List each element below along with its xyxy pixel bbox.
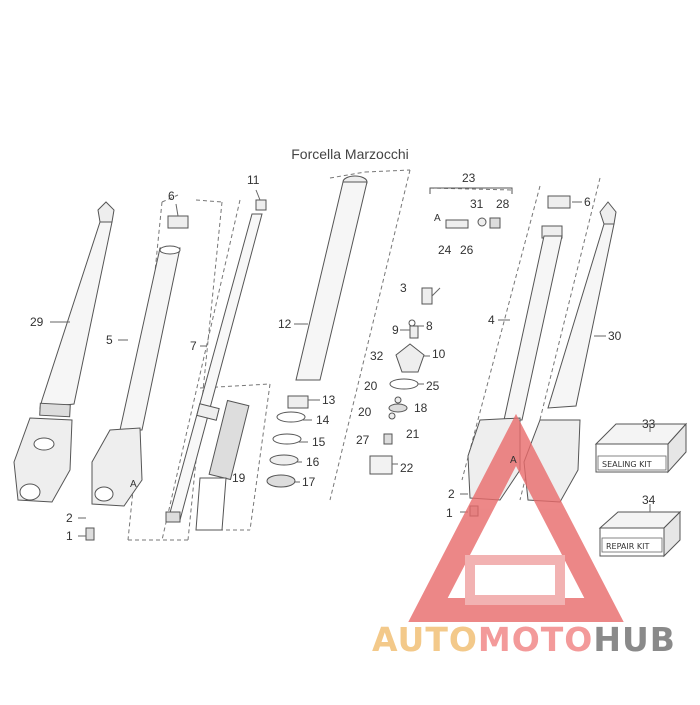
part-label-13: 13 <box>322 393 336 407</box>
arrow-mark-left: A <box>130 479 137 490</box>
part-label-14: 14 <box>316 413 330 427</box>
sealing-kit-33 <box>594 422 688 474</box>
repair-kit-34 <box>598 510 682 558</box>
arrow-mark-right: A <box>510 455 517 466</box>
valve-group-23 <box>429 187 513 229</box>
arrow-mark-valve: A <box>434 213 441 224</box>
part-label-20a: 20 <box>364 379 378 393</box>
part-label-23: 23 <box>462 171 476 185</box>
part-label-29: 29 <box>30 315 44 329</box>
part-label-30: 30 <box>608 329 622 343</box>
part-label-10: 10 <box>432 347 446 361</box>
part-label-16: 16 <box>306 455 320 469</box>
part-label-9: 9 <box>392 323 399 337</box>
watermark-logo <box>408 413 624 622</box>
part-label-24: 24 <box>438 243 452 257</box>
part-label-1b: 1 <box>446 506 453 520</box>
small-parts <box>369 287 433 475</box>
part-label-18: 18 <box>414 401 428 415</box>
part-label-31: 31 <box>470 197 484 211</box>
part-label-11: 11 <box>247 173 260 187</box>
watermark-text: AUTOMOTOHUB <box>372 620 676 659</box>
part-label-6b: 6 <box>584 195 591 209</box>
part-label-6a: 6 <box>168 189 175 203</box>
part-label-7: 7 <box>190 339 197 353</box>
part-label-28: 28 <box>496 197 510 211</box>
part-label-4: 4 <box>488 313 495 327</box>
leader-lines <box>50 189 651 537</box>
part-label-33: 33 <box>642 417 656 431</box>
diagram-title: Forcella Marzocchi <box>291 146 409 162</box>
part-label-2b: 2 <box>448 487 455 501</box>
spring-19 <box>195 399 250 531</box>
part-label-19: 19 <box>232 471 246 485</box>
cap-11 <box>255 199 267 211</box>
part-label-25: 25 <box>426 379 440 393</box>
part-label-27: 27 <box>356 433 370 447</box>
part-label-2a: 2 <box>66 511 73 525</box>
part-label-15: 15 <box>312 435 326 449</box>
part-label-21: 21 <box>406 427 420 441</box>
watermark-part-c: HUB <box>593 620 676 659</box>
part-label-12: 12 <box>278 317 292 331</box>
damper-rod-7 <box>165 213 263 523</box>
part-label-5: 5 <box>106 333 113 347</box>
seal-stack <box>266 395 309 488</box>
bolt-left <box>85 527 95 541</box>
part-label-26: 26 <box>460 243 474 257</box>
part-label-1a: 1 <box>66 529 73 543</box>
inner-tube-12 <box>295 175 368 381</box>
sealing-kit-label: SEALING KIT <box>602 460 652 469</box>
watermark-part-a: AUTO <box>372 620 478 659</box>
part-label-8: 8 <box>426 319 433 333</box>
part-label-17: 17 <box>302 475 316 489</box>
bushing-6a <box>167 215 189 229</box>
watermark-part-b: MOTO <box>477 620 594 659</box>
part-label-34: 34 <box>642 493 656 507</box>
fork-tube-5 <box>91 245 181 507</box>
repair-kit-label: REPAIR KIT <box>606 542 649 551</box>
part-label-22: 22 <box>400 461 414 475</box>
part-label-20b: 20 <box>358 405 372 419</box>
left-fork-leg-29 <box>13 201 115 503</box>
part-label-3: 3 <box>400 281 407 295</box>
part-label-32: 32 <box>370 349 384 363</box>
